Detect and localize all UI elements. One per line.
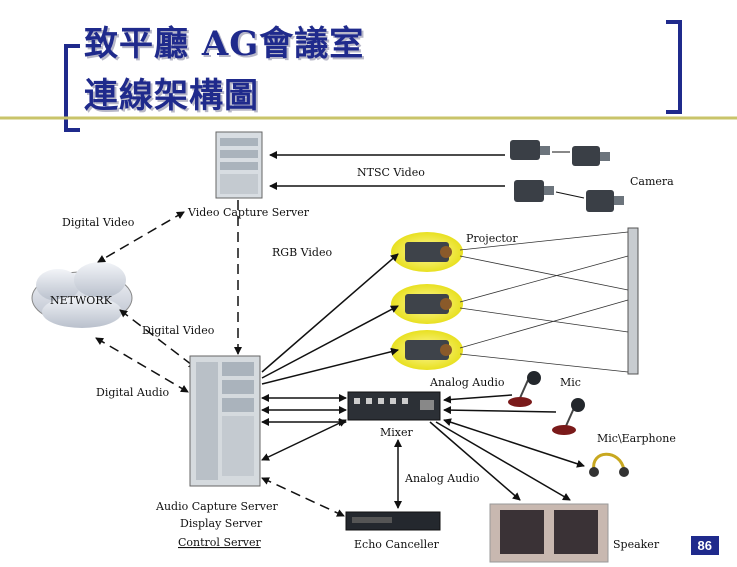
projector-icon-3 (391, 330, 463, 370)
camera-icon-4 (586, 190, 624, 212)
right-bracket (666, 20, 682, 114)
digital-video-top-label: Digital Video (62, 216, 135, 229)
video-capture-server-icon (215, 131, 263, 199)
projector-label: Projector (466, 232, 518, 245)
ntsc-video-label: NTSC Video (357, 166, 425, 179)
mic-icon-2 (552, 398, 585, 435)
audio-capture-server-label: Audio Capture Server (155, 500, 279, 513)
camera-icon-1 (510, 140, 550, 160)
speaker-label: Speaker (613, 538, 660, 551)
network-cloud-icon (31, 262, 133, 328)
speaker-icon (489, 503, 609, 563)
projection-screen (627, 227, 639, 375)
display-server-label: Display Server (180, 517, 263, 530)
camera-label: Camera (630, 175, 674, 188)
earphone-icon (589, 452, 629, 477)
projector-icon-1 (391, 232, 463, 272)
camera-icon-3 (514, 180, 554, 202)
rgb-video-label: RGB Video (272, 246, 332, 259)
mic-earphone-label: Mic\Earphone (597, 432, 676, 445)
page-number: 86 (690, 536, 719, 555)
title-line-1: 致平廳 AG會議室 (84, 24, 365, 64)
control-server-label: Control Server (178, 536, 261, 549)
left-bracket (64, 44, 80, 132)
camera-icon-2 (572, 146, 610, 166)
digital-audio-label: Digital Audio (96, 386, 169, 399)
title-line-2: 連線架構圖 (84, 76, 259, 116)
echo-canceller-label: Echo Canceller (354, 538, 440, 551)
server-rack-icon (189, 355, 261, 487)
projector-icon-2 (391, 284, 463, 324)
echo-canceller-icon (345, 511, 441, 531)
mixer-icon (347, 391, 441, 421)
mixer-label: Mixer (380, 426, 413, 439)
video-capture-server-label: Video Capture Server (187, 206, 310, 219)
mic-label: Mic (560, 376, 581, 389)
analog-audio-top-label: Analog Audio (429, 376, 505, 389)
mic-icon-1 (508, 371, 541, 407)
digital-video-mid-label: Digital Video (142, 324, 215, 337)
analog-audio-bottom-label: Analog Audio (404, 472, 480, 485)
network-label: NETWORK (50, 294, 113, 307)
